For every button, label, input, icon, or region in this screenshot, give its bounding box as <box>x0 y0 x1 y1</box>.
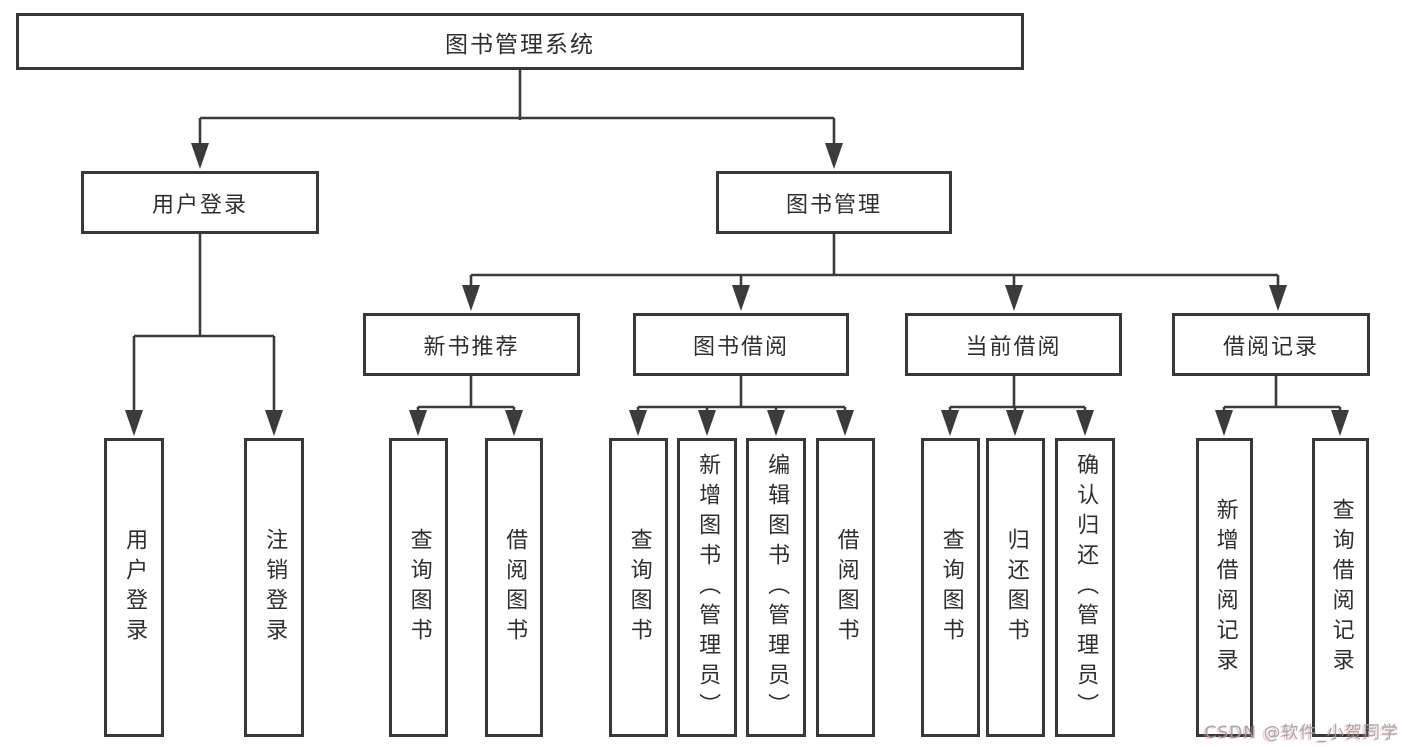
node-current-borrowing: 当前借阅 <box>905 313 1122 376</box>
leaf-newbook-query-books: 查询图书 <box>389 438 448 737</box>
leaf-borrowing-borrow-books: 借阅图书 <box>816 438 875 737</box>
node-new-book-recommend: 新书推荐 <box>363 313 580 376</box>
leaf-borrowing-query-books: 查询图书 <box>609 438 668 737</box>
leaf-current-return-books: 归还图书 <box>986 438 1045 737</box>
leaf-records-query-borrow-record: 查询借阅记录 <box>1312 438 1369 737</box>
csdn-watermark: CSDN @软件_小贺同学 <box>1204 723 1399 743</box>
node-borrow-records: 借阅记录 <box>1172 313 1370 376</box>
leaf-current-query-books: 查询图书 <box>921 438 980 737</box>
leaf-logout: 注销登录 <box>244 438 304 737</box>
leaf-newbook-borrow-books: 借阅图书 <box>485 438 543 737</box>
leaf-borrowing-edit-books-admin: 编辑图书（管理员） <box>746 438 806 737</box>
node-book-management: 图书管理 <box>716 171 952 234</box>
arrowheads <box>125 143 1349 436</box>
node-book-borrowing: 图书借阅 <box>633 313 849 376</box>
leaf-current-confirm-return-admin: 确认归还（管理员） <box>1055 438 1115 737</box>
leaf-borrowing-add-books-admin: 新增图书（管理员） <box>677 438 737 737</box>
node-root-system: 图书管理系统 <box>16 13 1024 70</box>
leaf-records-add-borrow-record: 新增借阅记录 <box>1196 438 1253 737</box>
node-user-login: 用户登录 <box>81 171 319 234</box>
leaf-user-login: 用户登录 <box>104 438 164 737</box>
